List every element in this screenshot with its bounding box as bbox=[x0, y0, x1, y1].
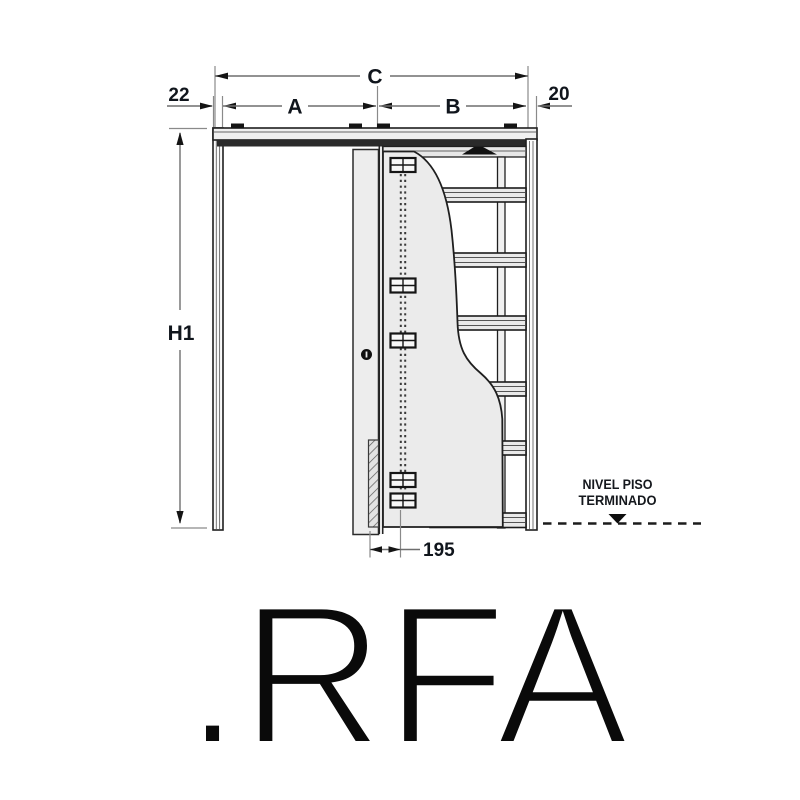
dim-b-label: B bbox=[445, 96, 460, 119]
right-stile bbox=[525, 138, 538, 531]
screw-fastener-icon bbox=[389, 492, 417, 509]
arrowhead-icon bbox=[200, 102, 213, 110]
dim-row-secondary: 22 A B 20 bbox=[167, 84, 572, 143]
arrowhead-icon bbox=[215, 72, 228, 80]
dim-overall-width: C bbox=[214, 66, 529, 138]
floor-note-line2: TERMINADO bbox=[579, 493, 657, 508]
floor-guide-hatch bbox=[367, 439, 380, 528]
arrowhead-icon bbox=[363, 102, 376, 110]
fixing-tab-icon bbox=[377, 123, 390, 129]
door-hanger-icon bbox=[462, 147, 497, 155]
screw-fastener-icon bbox=[389, 471, 417, 489]
pocket-cover-panel bbox=[382, 150, 504, 528]
arrowhead-icon bbox=[370, 546, 382, 553]
door-pull-slot bbox=[365, 351, 368, 358]
left-jamb bbox=[212, 127, 224, 531]
dim-20-label: 20 bbox=[548, 84, 569, 105]
floor-note-line1: NIVEL PISO bbox=[583, 477, 653, 492]
file-extension-label: .RFA bbox=[185, 564, 630, 787]
sliding-track bbox=[217, 140, 533, 147]
dim-c-label: C bbox=[367, 66, 382, 89]
dim-a-label: A bbox=[287, 96, 302, 119]
fixing-tab-icon bbox=[349, 123, 362, 129]
dim-195-label: 195 bbox=[423, 540, 455, 561]
screw-fastener-icon bbox=[389, 332, 417, 349]
fixing-tab-icon bbox=[231, 123, 244, 129]
arrowhead-icon bbox=[176, 132, 184, 145]
header-plate bbox=[212, 127, 538, 141]
dim-22-label: 22 bbox=[168, 85, 189, 106]
arrowhead-icon bbox=[515, 72, 528, 80]
arrowhead-icon bbox=[388, 546, 401, 553]
screw-fastener-icon bbox=[389, 277, 417, 294]
arrowhead-icon bbox=[176, 511, 184, 524]
floor-level-annotation: NIVEL PISO TERMINADO bbox=[543, 477, 701, 525]
floor-level-marker-icon bbox=[608, 514, 627, 524]
fixing-tab-icon bbox=[504, 123, 517, 129]
frame-structure bbox=[212, 123, 538, 536]
dim-h1-label: H1 bbox=[168, 322, 195, 345]
arrowhead-icon bbox=[513, 102, 526, 110]
dim-height: H1 bbox=[168, 127, 207, 529]
screw-fastener-icon bbox=[389, 156, 417, 174]
dim-bottom-inset: 195 bbox=[369, 510, 455, 561]
